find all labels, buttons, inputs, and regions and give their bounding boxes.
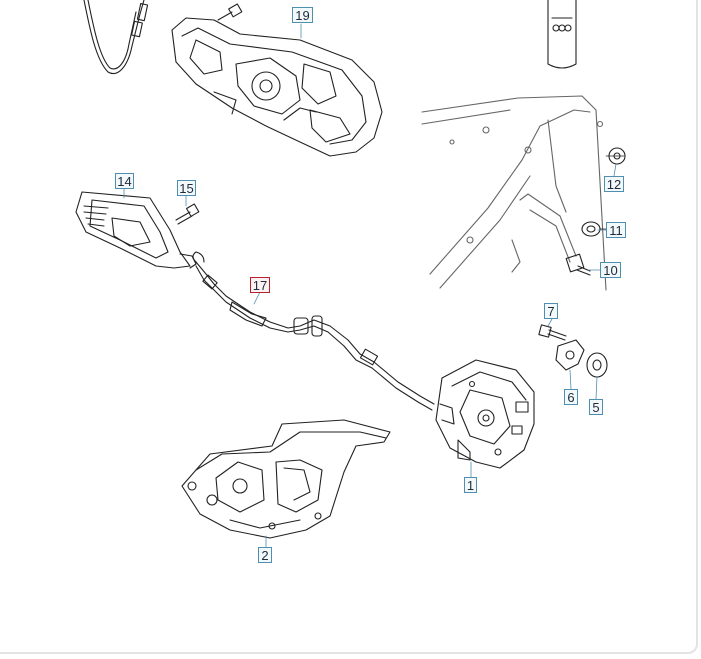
- callout-6[interactable]: 6: [564, 389, 578, 405]
- callout-5[interactable]: 5: [589, 399, 603, 415]
- callout-17-selected[interactable]: 17: [250, 277, 270, 293]
- callout-7[interactable]: 7: [544, 303, 558, 319]
- callout-15[interactable]: 15: [177, 180, 196, 196]
- inner-handle-drawing: [75, 191, 197, 269]
- callout-14[interactable]: 14: [115, 173, 134, 189]
- striker-parts-drawing: [538, 324, 608, 378]
- callout-12[interactable]: 12: [604, 176, 624, 192]
- callout-1[interactable]: 1: [464, 477, 477, 493]
- lock-bracket-drawing: [181, 419, 391, 539]
- door-lock-drawing: [435, 359, 535, 469]
- callout-10[interactable]: 10: [600, 262, 621, 278]
- callout-2[interactable]: 2: [258, 547, 272, 563]
- callout-11[interactable]: 11: [606, 222, 626, 238]
- lubricant-can-drawing: [547, 0, 577, 69]
- callout-19[interactable]: 19: [292, 7, 313, 23]
- door-frame-drawing: [421, 95, 607, 291]
- seal-and-bolt-drawings: [565, 147, 626, 276]
- outer-release-cable-drawing: [83, 0, 149, 74]
- leader-lines: [123, 23, 617, 548]
- screw-drawing: [175, 203, 200, 225]
- release-cable-drawing: [192, 251, 435, 411]
- handle-carrier-drawing: [171, 3, 383, 157]
